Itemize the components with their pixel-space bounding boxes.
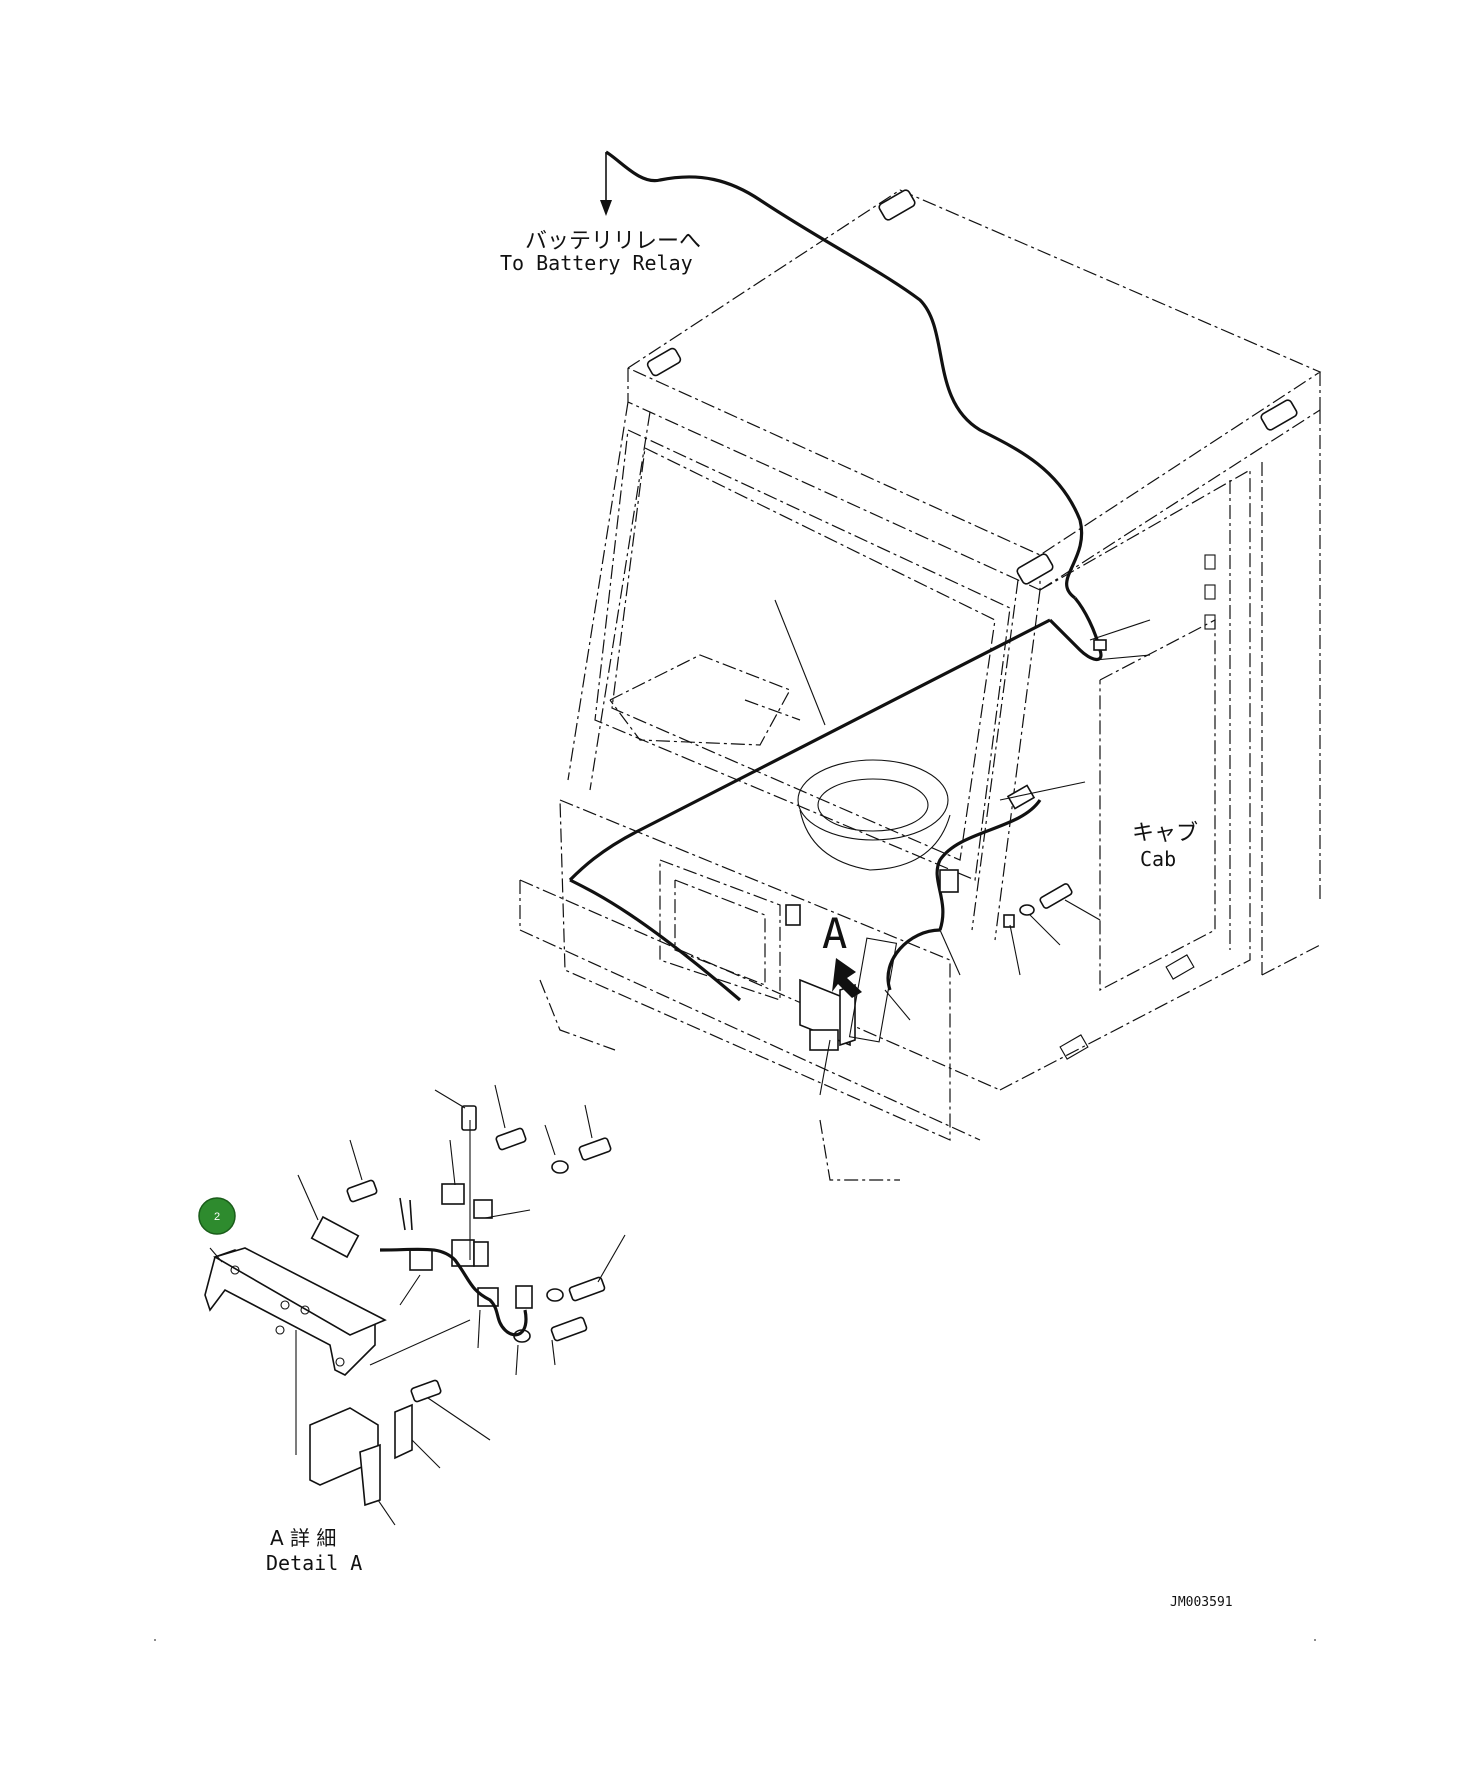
- cab-connectors: [785, 639, 1107, 1051]
- drawing-number: JM003591: [1170, 1595, 1233, 1610]
- callout-badge-circle[interactable]: [198, 1197, 236, 1235]
- detail-a-label-jp: A 詳 細: [270, 1526, 336, 1550]
- battery-relay-label-jp: バッテリリレーへ: [525, 229, 701, 254]
- detail-marker-letter: A: [822, 909, 847, 958]
- cab-label-en: Cab: [1140, 847, 1176, 871]
- callout-badge-number[interactable]: 2: [214, 1211, 220, 1223]
- cab-frame: [519, 189, 1322, 1181]
- battery-relay-harness: [568, 150, 1103, 1002]
- annotation-labels: バッテリリレーへ To Battery Relay キャブ Cab A 詳 細 …: [266, 229, 1233, 1610]
- cab-leader-lines: [774, 599, 1151, 1096]
- cab-label-jp: キャブ: [1132, 821, 1198, 846]
- detail-a-label-en: Detail A: [266, 1551, 362, 1575]
- detail-a-marker: A: [822, 909, 862, 998]
- corner-dot: [1314, 1639, 1316, 1641]
- detail-a-exploded-view: [204, 1105, 612, 1507]
- battery-relay-label-en: To Battery Relay: [500, 251, 693, 275]
- detail-a-leader-lines: [209, 1084, 626, 1526]
- corner-dot: [154, 1639, 156, 1641]
- callout-badge[interactable]: 2: [198, 1197, 236, 1235]
